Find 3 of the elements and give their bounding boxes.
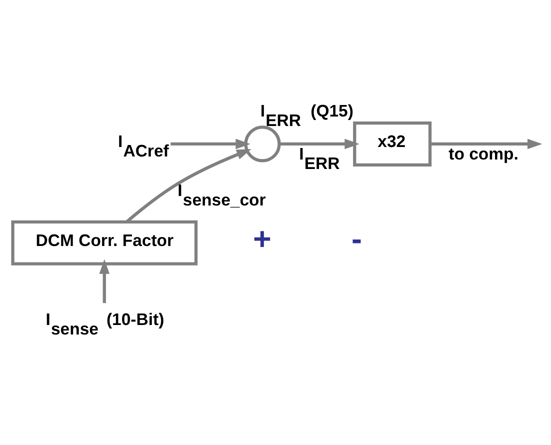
label: -: [351, 222, 362, 257]
label: +: [253, 222, 272, 257]
edge-label: to comp.: [448, 144, 518, 164]
